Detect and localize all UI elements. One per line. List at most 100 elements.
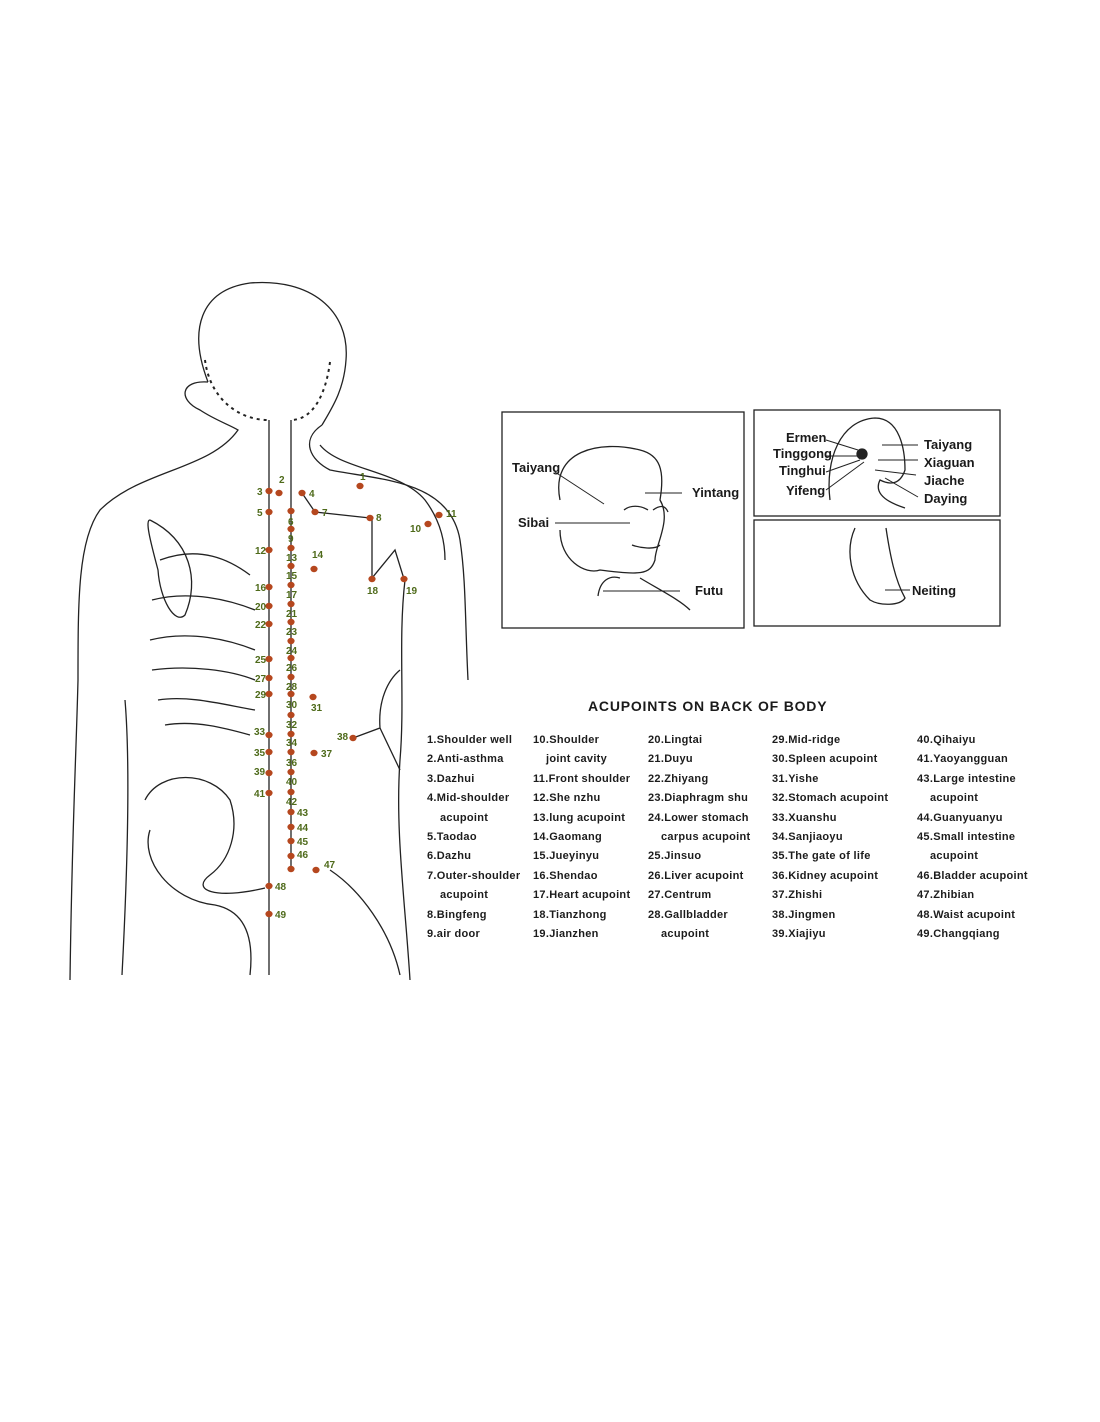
acupoint-marker-9 [287,525,295,533]
acupoint-number-6: 6 [288,517,294,528]
legend-item: 17.Heart acupoint [533,889,631,902]
acupoint-number-30: 30 [286,700,298,711]
acupoint-number-28: 28 [286,682,298,693]
acupoint-marker-26 [287,654,295,662]
legend-item-continuation: acupoint [440,811,489,824]
inset-label-yintang: Yintang [692,485,739,500]
legend-item: 19.Jianzhen [533,928,599,941]
acupoint-marker-44 [287,823,295,831]
acupoint-marker-39 [265,769,273,777]
legend-item: 35.The gate of life [772,850,871,863]
acupoint-marker-21 [287,600,295,608]
acupoint-marker-3 [265,487,273,495]
acupoint-number-46: 46 [297,850,309,861]
inset-label-tinggong: Tinggong [773,446,832,461]
acupoint-marker-7 [311,508,319,516]
acupoint-number-10: 10 [410,524,422,535]
legend-item-continuation: acupoint [661,928,710,941]
acupoint-number-8: 8 [376,513,382,524]
legend-item: 49.Changqiang [917,928,1000,941]
acupoint-marker-46 [287,852,295,860]
acupoint-number-37: 37 [321,749,333,760]
legend-item: 39.Xiajiyu [772,928,826,941]
acupoint-marker-18 [368,575,376,583]
acupoint-number-39: 39 [254,767,266,778]
legend-item: 23.Diaphragm shu [648,792,749,805]
acupoint-marker-29 [265,690,273,698]
legend-item: 30.Spleen acupoint [772,753,878,766]
inset-side-frame [753,409,1001,517]
acupoint-number-15: 15 [286,571,298,582]
legend-item: 4.Mid-shoulder [427,792,510,805]
legend-item-continuation: acupoint [440,889,489,902]
inset-label-jiache: Jiache [924,473,964,488]
acupoint-marker-19 [400,575,408,583]
legend-item: 29.Mid-ridge [772,734,841,746]
legend-item: 9.air door [427,928,481,941]
acupoint-marker-22 [265,620,273,628]
acupoint-number-14: 14 [312,550,324,561]
inset-foot-frame [753,519,1001,627]
legend-item: 7.Outer-shoulder [427,869,521,882]
acupoint-number-12: 12 [255,546,267,557]
acupoint-marker-40 [287,768,295,776]
acupoint-number-21: 21 [286,609,298,620]
legend-item: 20.Lingtai [648,734,703,746]
acupoint-marker-23 [287,618,295,626]
acupoint-number-27: 27 [255,674,267,685]
acupoint-marker-24 [287,637,295,645]
acupoint-number-4: 4 [309,489,315,500]
legend-item: 13.lung acupoint [533,811,626,824]
acupoint-marker-38 [349,734,357,742]
legend-item: 27.Centrum [648,889,712,902]
legend-item: 37.Zhishi [772,889,823,902]
acupoint-number-31: 31 [311,703,323,714]
legend-item: 45.Small intestine [917,831,1016,844]
body-outline [69,281,469,981]
inset-label-futu: Futu [695,583,723,598]
acupoint-marker-49 [265,910,273,918]
legend-item: 5.Taodao [427,831,477,844]
acupoint-marker-43 [287,808,295,816]
acupoint-marker-27 [265,674,273,682]
acupoint-number-32: 32 [286,720,298,731]
acupoint-number-1: 1 [360,472,366,483]
acupoint-number-33: 33 [254,727,266,738]
legend-item: 12.She nzhu [533,792,601,805]
legend-item: 41.Yaoyangguan [917,753,1009,766]
acupoint-number-3: 3 [257,487,263,498]
acupoint-number-9: 9 [288,534,294,545]
acupoint-number-13: 13 [286,553,298,564]
legend-item: 22.Zhiyang [648,772,709,785]
chart-title: ACUPOINTS ON BACK OF BODY [588,698,828,714]
acupoint-marker-36 [287,748,295,756]
acupoint-marker-35 [265,748,273,756]
legend-item: 34.Sanjiaoyu [772,831,843,844]
acupoint-marker-11 [435,511,443,519]
acupoint-number-23: 23 [286,627,298,638]
acupoint-number-18: 18 [367,586,379,597]
acupoint-number-44: 44 [297,823,309,834]
legend-item: 32.Stomach acupoint [772,792,889,805]
legend-item: 28.Gallbladder [648,908,729,921]
acupoint-number-26: 26 [286,663,298,674]
acupoint-marker-32 [287,711,295,719]
inset-label-xiaguan: Xiaguan [924,455,975,470]
acupoint-number-11: 11 [446,509,457,520]
acupoint-number-42: 42 [286,797,298,808]
legend-item: 14.Gaomang [533,831,603,844]
legend-item: 38.Jingmen [772,908,836,921]
inset-side-head: Ermen Tinggong Tinghui Yifeng Taiyang Xi… [753,409,1001,517]
acupoint-marker-48 [265,882,273,890]
legend-item: 44.Guanyuanyu [917,811,1003,824]
acupoint-number-19: 19 [406,586,418,597]
acupoint-marker-45 [287,837,295,845]
acupoint-marker-6 [287,507,295,515]
acupoint-number-16: 16 [255,583,267,594]
inset-label-neiting: Neiting [912,583,956,598]
acupoint-marker-34 [287,730,295,738]
